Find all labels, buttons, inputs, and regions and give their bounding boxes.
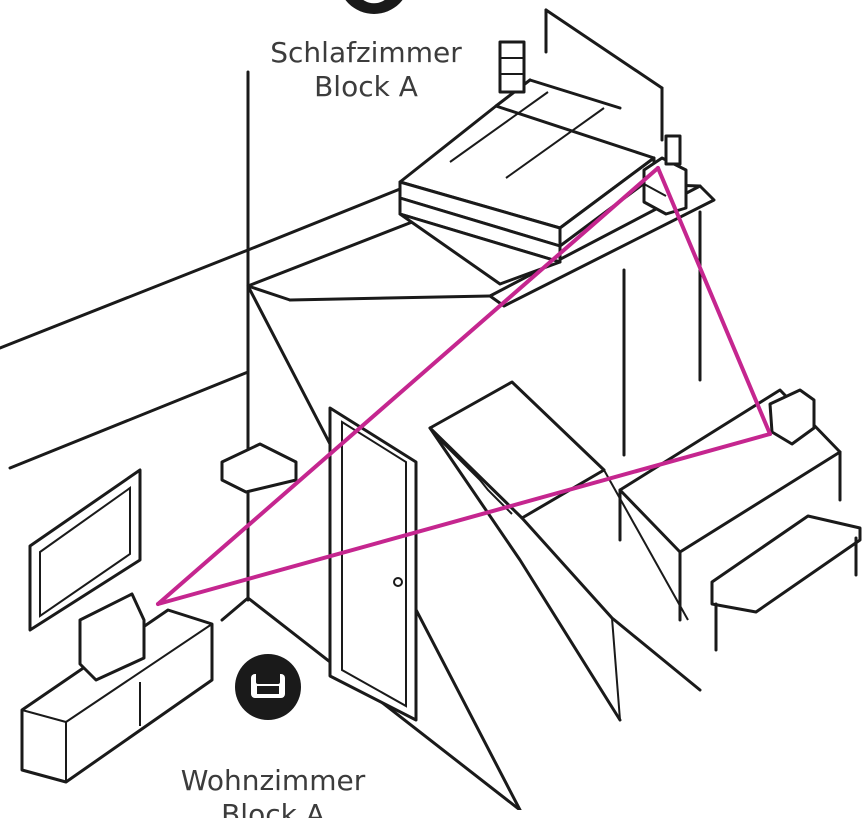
tv-screen — [28, 468, 142, 632]
signal-paths — [156, 166, 772, 606]
living-label-line2: Block A — [221, 798, 325, 818]
bedroom-label-line2: Block A — [314, 70, 418, 103]
bedroom-label: Schlafzimmer Block A — [256, 36, 476, 104]
bed-icon — [345, 0, 403, 14]
signal-living-to-dining — [156, 432, 772, 606]
signal-bed-to-living — [156, 166, 660, 606]
staircase — [428, 380, 702, 722]
signal-bed-to-dining — [656, 166, 772, 436]
bench — [710, 514, 862, 652]
living-label-line1: Wohnzimmer — [180, 764, 366, 797]
bedroom-label-line1: Schlafzimmer — [270, 36, 462, 69]
armchair-icon — [235, 654, 301, 720]
wall-lamp — [220, 442, 298, 494]
door — [328, 406, 418, 722]
bed — [398, 78, 656, 286]
sideboard — [20, 592, 214, 784]
loft-floor — [288, 184, 716, 457]
router-box — [768, 388, 816, 446]
